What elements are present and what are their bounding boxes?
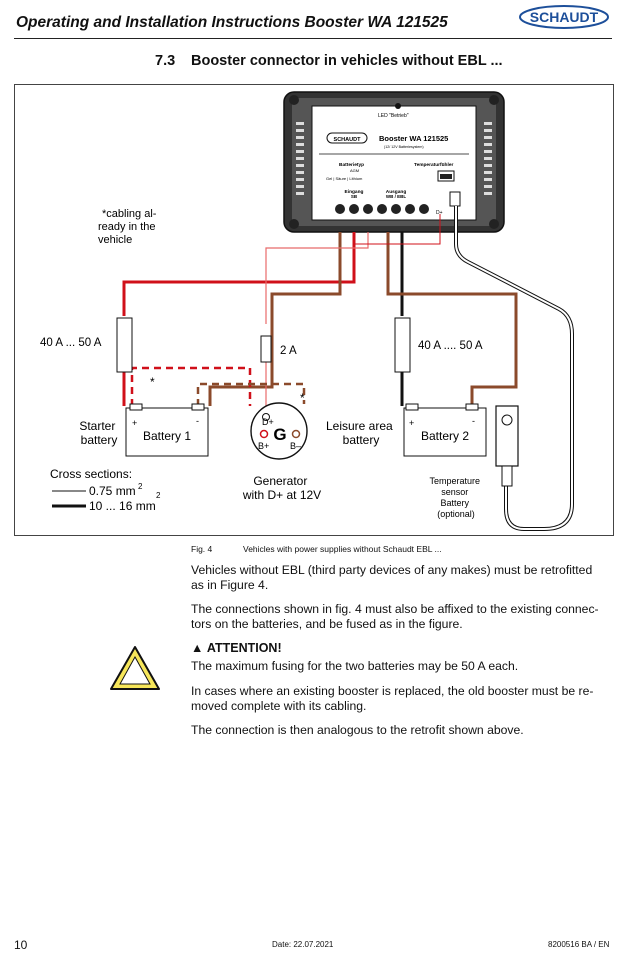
- generator-bminus: B–: [290, 441, 301, 451]
- sb-label: SB: [351, 194, 358, 199]
- cross-thick-label: 10 ... 16 mm: [89, 499, 156, 513]
- wires: [122, 206, 574, 531]
- eingang-label: Eingang: [345, 189, 364, 195]
- fuse-left: [116, 317, 133, 373]
- svg-text:+: +: [132, 418, 137, 428]
- ausgang-label: Ausgang: [386, 189, 407, 195]
- document-header-title: Operating and Installation Instructions …: [16, 14, 448, 31]
- section-title: Booster connector in vehicles without EB…: [191, 53, 503, 69]
- battery-1-label: Battery 1: [143, 429, 191, 443]
- temperature-sensor: [495, 405, 519, 487]
- logo-text: SCHAUDT: [530, 9, 599, 25]
- paragraph-2: The connections shown in fig. 4 must als…: [191, 602, 599, 631]
- batterietyp-label: Batterietyp: [339, 162, 364, 168]
- booster-device: LED "Betrieb" SCHAUDT Booster WA 121525 …: [283, 91, 505, 233]
- paragraph-1: Vehicles without EBL (third party device…: [191, 563, 593, 592]
- paragraph-3: The maximum fusing for the two batteries…: [191, 659, 519, 673]
- cross-sections-title: Cross sections:: [50, 467, 132, 481]
- temperature-label: Temperaturfühler: [414, 162, 453, 168]
- section-heading: 7.3 Booster connector in vehicles without…: [155, 53, 503, 69]
- warning-triangle-icon: [110, 646, 160, 690]
- figure-caption-text: Vehicles with power supplies without Sch…: [243, 544, 442, 554]
- device-subtitle: (12/ 12V Batteriesystem): [384, 145, 424, 149]
- svg-text:+: +: [409, 418, 414, 428]
- figure-number: Fig. 4: [191, 544, 213, 554]
- cross-thin-sup: 2: [138, 482, 143, 491]
- fuse-mid: [260, 335, 272, 363]
- star-right: *: [300, 391, 305, 405]
- device-dplus-label: D+: [436, 210, 443, 216]
- device-name: Booster WA 121525: [379, 134, 448, 143]
- fuse-left-label: 40 A ... 50 A: [40, 337, 102, 349]
- starter-battery-label: Starter battery: [79, 419, 118, 447]
- wb-ebl-label: WB / EBL: [386, 194, 406, 199]
- generator-label: Generator with D+ at 12V: [242, 474, 321, 502]
- cabling-note: *cabling al- ready in the vehicle: [98, 208, 159, 246]
- battery-1: + - Battery 1: [125, 403, 209, 457]
- agm-label: AGM: [350, 168, 359, 173]
- svg-text:-: -: [196, 416, 199, 426]
- generator-g: G: [273, 425, 286, 444]
- battery-2-label: Battery 2: [421, 429, 469, 443]
- figure-frame: [14, 84, 614, 536]
- footer-doc-number: 8200516 BA / EN: [548, 940, 610, 949]
- attention-triangle-icon: ▲: [191, 641, 204, 655]
- page-number: 10: [14, 938, 28, 952]
- attention-heading: ▲ ATTENTION!: [191, 641, 282, 655]
- fuse-right-label: 40 A .... 50 A: [418, 340, 483, 352]
- paragraph-4: In cases where an existing booster is re…: [191, 684, 594, 713]
- device-brand: SCHAUDT: [334, 137, 362, 143]
- figure-caption: Fig. 4 Vehicles with power supplies witho…: [191, 544, 442, 554]
- section-number: 7.3: [155, 53, 176, 69]
- wiring-diagram: LED "Betrieb" SCHAUDT Booster WA 121525 …: [40, 91, 574, 531]
- header-rule: [14, 38, 612, 39]
- generator-dplus: D+: [262, 417, 274, 427]
- generator-bplus: B+: [258, 441, 269, 451]
- svg-text:-: -: [472, 416, 475, 426]
- schaudt-logo: SCHAUDT: [519, 5, 609, 29]
- star-left: *: [150, 375, 155, 389]
- fuse-right: [394, 317, 411, 373]
- fuse-mid-label: 2 A: [280, 345, 297, 357]
- sensor-label: Temperature sensor Battery (optional): [429, 476, 482, 519]
- leisure-battery-label: Leisure area battery: [326, 419, 396, 447]
- battery-2: + - Battery 2: [403, 403, 487, 457]
- battery-types-label: Gel | Säure | Lithium: [326, 176, 363, 181]
- footer-date: Date: 22.07.2021: [272, 940, 334, 949]
- cross-thick-sup: 2: [156, 491, 161, 500]
- paragraph-5: The connection is then analogous to the …: [191, 723, 524, 737]
- generator: G D+ B+ B–: [250, 402, 308, 460]
- led-label: LED "Betrieb": [378, 113, 409, 119]
- cross-thin-label: 0.75 mm: [89, 484, 136, 498]
